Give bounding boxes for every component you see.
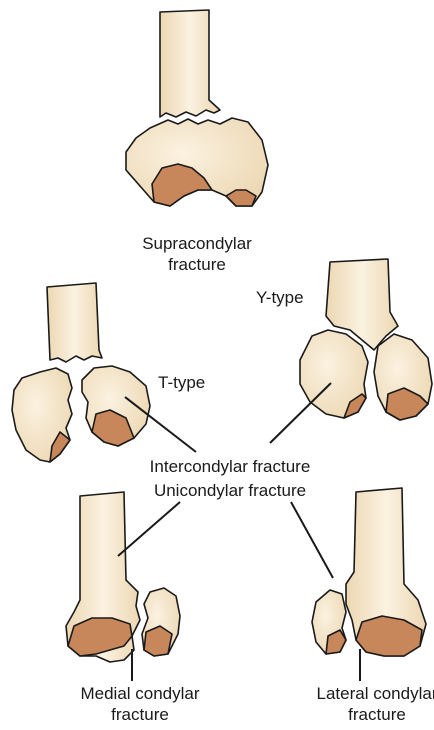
intercondylar-label: Intercondylar fracture [110, 456, 350, 477]
supracondylar-shaft [160, 10, 220, 117]
lateral-condylar-label: Lateral condylar fracture [282, 683, 434, 725]
medial-condylar-label: Medial condylar fracture [50, 683, 230, 725]
unicondylar-label: Unicondylar fracture [110, 480, 350, 501]
leader-lateral-unicondylar [291, 502, 333, 578]
y-type-bone [300, 259, 432, 420]
leader-medial-unicondylar [118, 502, 180, 556]
supracondylar-label-line1: Supracondylar [117, 233, 277, 254]
leader-y-type [270, 383, 331, 443]
medial-fragment-articular [144, 626, 172, 656]
medial-label-line1: Medial condylar [50, 683, 230, 704]
supracondylar-bone [126, 10, 268, 206]
t-type-label: T-type [158, 372, 205, 393]
medial-label-line2: fracture [50, 704, 230, 725]
supracondylar-label: Supracondylar fracture [117, 233, 277, 275]
y-type-label: Y-type [256, 287, 304, 308]
t-type-bone [12, 283, 150, 462]
lateral-label-line1: Lateral condylar [282, 683, 434, 704]
lateral-label-line2: fracture [282, 704, 434, 725]
t-type-shaft [47, 283, 102, 362]
supracondylar-articular-right [226, 190, 256, 206]
supracondylar-label-line2: fracture [117, 254, 277, 275]
